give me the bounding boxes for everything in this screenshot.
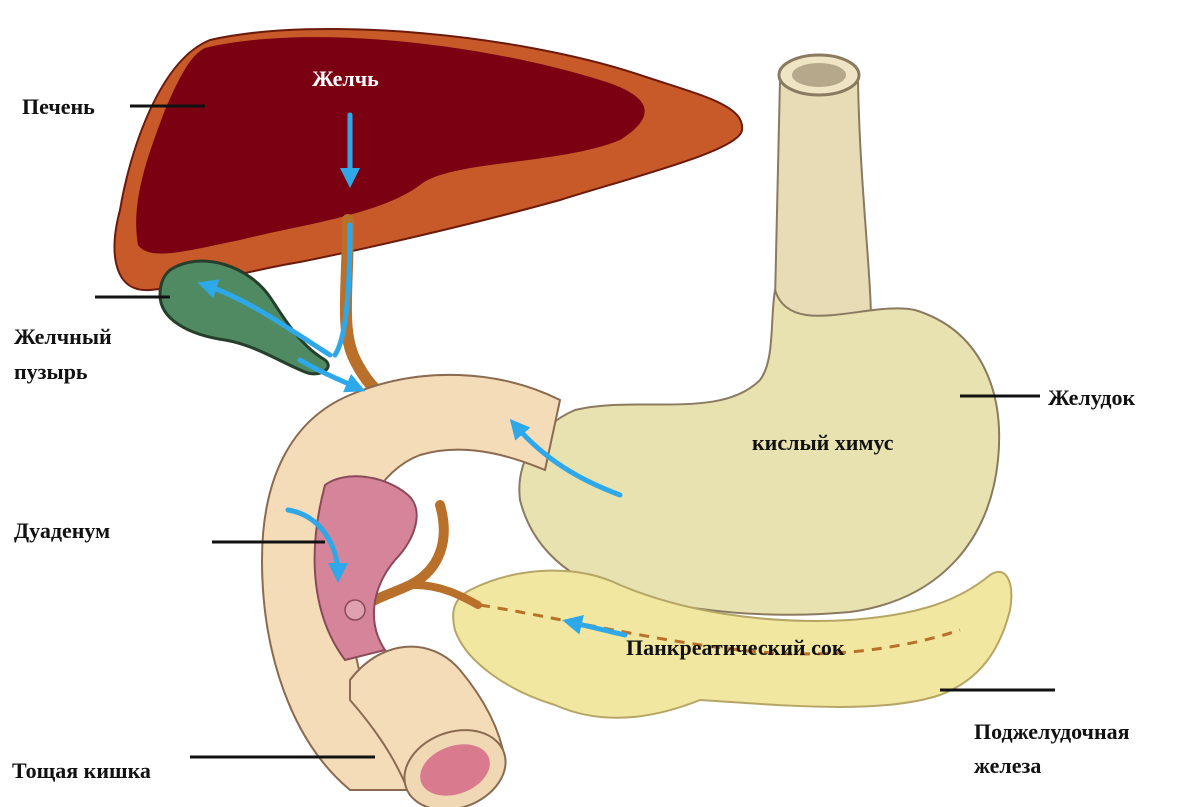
label-pancreatic-juice: Панкреатический сок [626,635,845,660]
label-duodenum: Дуаденум [14,518,110,543]
gallbladder [160,261,328,374]
label-jejunum: Тощая кишка [12,758,151,783]
esophagus [775,80,871,345]
label-stomach: Желудок [1048,385,1135,410]
label-liver: Печень [22,94,95,119]
label-chyme: кислый химус [752,430,894,455]
liver [115,29,743,290]
label-pancreas-line1: Поджелудочная [974,719,1130,744]
label-gallbladder-line2: пузырь [14,359,88,384]
label-gallbladder-line1: Желчный [14,324,112,349]
label-bile: Желчь [312,66,379,91]
label-pancreas-line2: железа [974,753,1041,778]
